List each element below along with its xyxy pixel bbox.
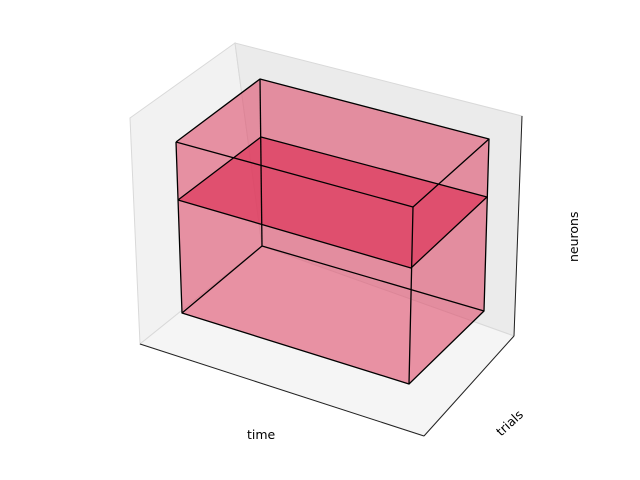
box-top-face bbox=[176, 79, 489, 207]
box-front-face bbox=[176, 142, 413, 384]
highlighted-slice bbox=[178, 137, 487, 268]
time-axis-label: time bbox=[247, 427, 276, 442]
time-axis-line bbox=[139, 343, 425, 437]
neurons-axis-label: neurons bbox=[566, 211, 581, 262]
box-edges bbox=[175, 78, 490, 385]
box-bottom-face bbox=[182, 246, 484, 384]
box-right-face bbox=[409, 139, 489, 384]
trials-axis-line bbox=[423, 335, 515, 437]
neurons-axis-line bbox=[513, 115, 523, 337]
